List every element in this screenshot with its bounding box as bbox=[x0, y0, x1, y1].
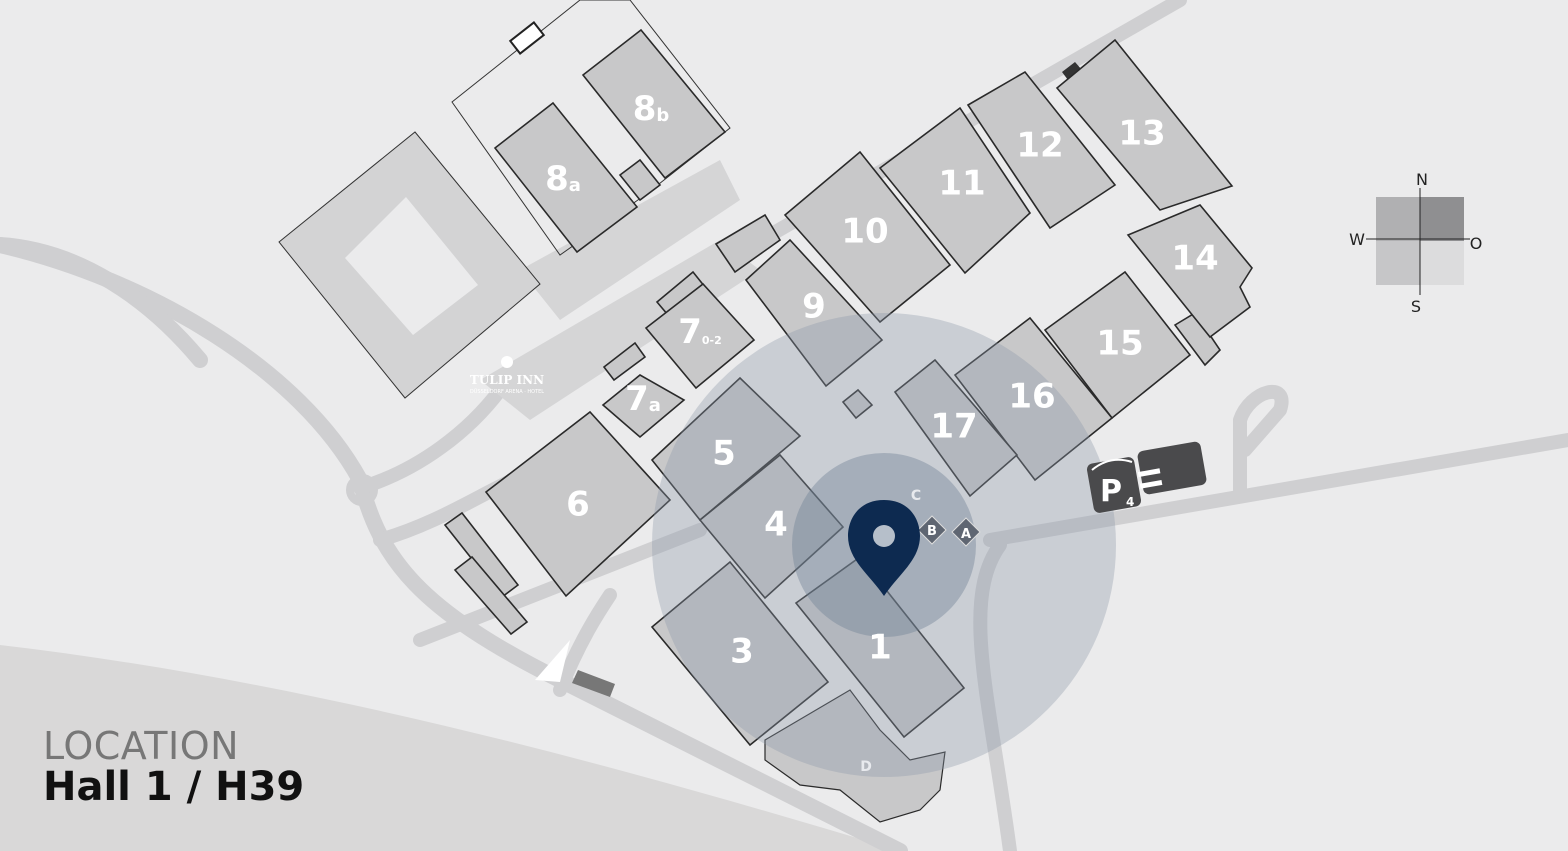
entrance-marker bbox=[535, 640, 570, 682]
small-structure bbox=[572, 670, 615, 697]
svg-text:S: S bbox=[1411, 297, 1421, 316]
hall-6-label: 6 bbox=[566, 485, 590, 525]
entrance-c-label: C bbox=[911, 488, 921, 504]
hall-4 bbox=[698, 453, 845, 600]
hall-17 bbox=[893, 358, 1019, 498]
hall-3 bbox=[650, 560, 830, 747]
hall-7-0-2-label: 70-2 bbox=[678, 312, 722, 352]
hall-8b bbox=[581, 28, 727, 180]
hall-1 bbox=[794, 555, 966, 739]
hall-10-label: 10 bbox=[841, 212, 888, 252]
location-heading: LOCATION bbox=[43, 724, 240, 768]
hall-15 bbox=[1043, 270, 1192, 420]
compass-rose: N S W O bbox=[1349, 170, 1482, 316]
hall-17-label: 17 bbox=[930, 407, 977, 447]
hall-12-label: 12 bbox=[1016, 126, 1063, 166]
location-value: Hall 1 / H39 bbox=[43, 764, 305, 810]
highway-band bbox=[0, 645, 900, 851]
hall-13-label: 13 bbox=[1118, 114, 1165, 154]
svg-text:DÜSSELDORF ARENA · HOTEL: DÜSSELDORF ARENA · HOTEL bbox=[470, 388, 544, 395]
hall-11-label: 11 bbox=[938, 164, 985, 204]
hall-14 bbox=[1126, 204, 1253, 339]
hall-8a-label: 8a bbox=[545, 159, 581, 199]
entrance-d-label: D bbox=[860, 759, 872, 775]
svg-text:A: A bbox=[961, 527, 971, 542]
hotel-logo: TULIP INN DÜSSELDORF ARENA · HOTEL bbox=[470, 356, 544, 395]
arena bbox=[278, 131, 541, 399]
svg-text:TULIP INN: TULIP INN bbox=[470, 373, 544, 387]
auxiliary-buildings bbox=[443, 62, 1222, 636]
hall-14-label: 14 bbox=[1171, 239, 1218, 279]
hall-8b-label: 8b bbox=[633, 89, 670, 129]
hall-13 bbox=[1055, 38, 1234, 211]
svg-text:4: 4 bbox=[1126, 495, 1134, 509]
hall-7a-label: 7a bbox=[625, 379, 661, 419]
hall-7a bbox=[601, 374, 686, 439]
halls[interactable] bbox=[484, 28, 1253, 823]
hall-8-fence bbox=[451, 0, 731, 256]
location-panel: LOCATION Hall 1 / H39 bbox=[43, 724, 304, 810]
hall-5-label: 5 bbox=[712, 434, 736, 474]
svg-text:P: P bbox=[1100, 474, 1122, 509]
parking-p4-sign[interactable]: P 4 bbox=[1086, 441, 1207, 514]
hall-5 bbox=[650, 376, 802, 522]
svg-text:W: W bbox=[1349, 230, 1365, 249]
location-pin-icon[interactable] bbox=[848, 500, 920, 596]
hall-11 bbox=[878, 106, 1032, 275]
svg-text:B: B bbox=[927, 524, 937, 539]
hall-9-label: 9 bbox=[802, 287, 826, 327]
svg-text:O: O bbox=[1470, 234, 1483, 253]
hall-6 bbox=[484, 410, 672, 598]
hall-10 bbox=[783, 150, 952, 324]
hall-3-label: 3 bbox=[730, 632, 754, 672]
hall-9 bbox=[744, 238, 884, 388]
svg-text:N: N bbox=[1416, 170, 1428, 189]
hall-8a bbox=[493, 101, 639, 254]
entrance-b[interactable]: B bbox=[917, 515, 947, 545]
hall-7-0-2 bbox=[644, 282, 756, 390]
entrance-d-building bbox=[764, 689, 946, 823]
hall-15-label: 15 bbox=[1096, 324, 1143, 364]
gate-structure bbox=[508, 21, 546, 55]
hall-1-label: 1 bbox=[868, 628, 892, 668]
hall-4-label: 4 bbox=[764, 505, 788, 545]
hall-16-label: 16 bbox=[1008, 377, 1055, 417]
hall-12 bbox=[966, 70, 1117, 230]
entrance-a[interactable]: A bbox=[951, 517, 981, 547]
